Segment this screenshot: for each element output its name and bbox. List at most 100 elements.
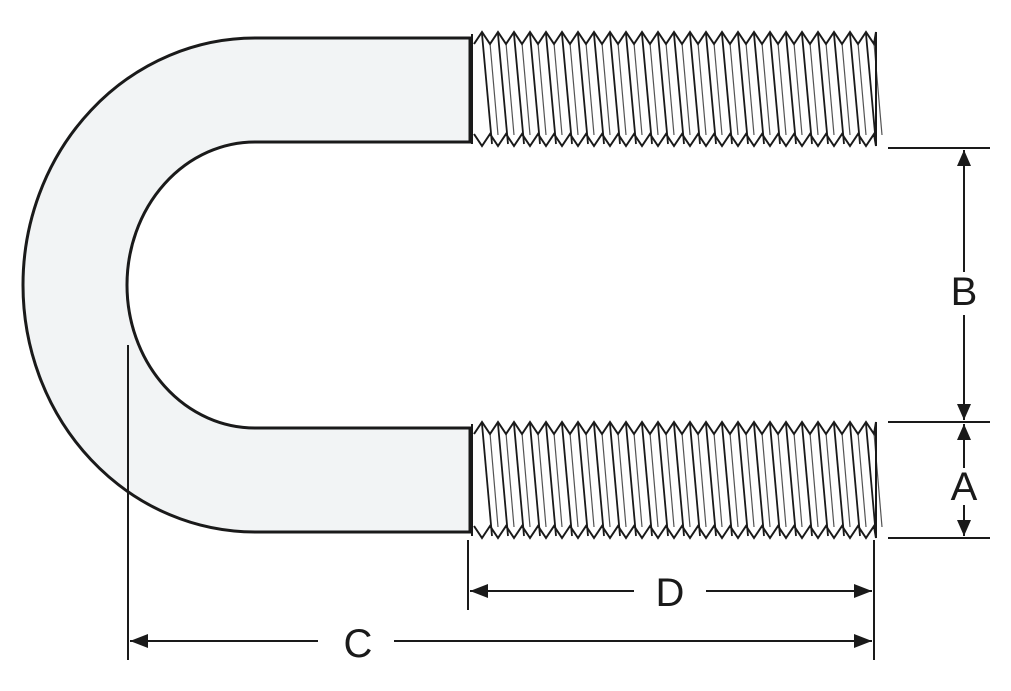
thread-bottom-edge <box>473 523 877 540</box>
thread-flank <box>689 423 701 537</box>
thread-flank <box>689 33 701 145</box>
thread-root-line <box>729 42 739 136</box>
thread-flank <box>833 423 845 537</box>
thread-flank <box>721 33 733 145</box>
thread-root-line <box>681 432 691 528</box>
thread-flank <box>673 423 685 537</box>
thread-root-line <box>505 42 515 136</box>
thread-flank <box>481 33 493 145</box>
thread-root-line <box>777 42 787 136</box>
thread-flank <box>497 33 509 145</box>
thread-flank <box>865 33 877 145</box>
thread-flank <box>609 423 621 537</box>
thread-root-line <box>537 42 547 136</box>
thread-flank <box>673 33 685 145</box>
thread-root-line <box>649 42 659 136</box>
thread-flank <box>641 423 653 537</box>
thread-root-line <box>601 432 611 528</box>
thread-root-line <box>585 42 595 136</box>
thread-root-line <box>857 42 867 136</box>
thread-flank <box>609 33 621 145</box>
thread-flank <box>593 33 605 145</box>
thread-root-line <box>521 432 531 528</box>
thread-flank <box>657 33 669 145</box>
thread-flank <box>497 423 509 537</box>
thread-root-line <box>665 42 675 136</box>
thread-flank <box>513 33 525 145</box>
thread-flank <box>529 33 541 145</box>
thread-root-line <box>521 42 531 136</box>
thread-flank <box>561 423 573 537</box>
thread-root-line <box>569 42 579 136</box>
dimension-lines <box>127 147 990 660</box>
thread-flank <box>801 33 813 145</box>
thread-root-line <box>809 42 819 136</box>
thread-root-line <box>617 432 627 528</box>
thread-flank <box>737 33 749 145</box>
thread-root-line <box>713 432 723 528</box>
thread-flank <box>577 423 589 537</box>
thread-flank <box>865 423 877 537</box>
thread-root-line <box>841 432 851 528</box>
thread-root-line <box>553 432 563 528</box>
thread-root-line <box>665 432 675 528</box>
thread-flank <box>705 33 717 145</box>
thread-root-line <box>553 42 563 136</box>
thread-root-line <box>793 42 803 136</box>
thread-flank <box>849 33 861 145</box>
thread-root-line <box>601 42 611 136</box>
thread-root-line <box>633 42 643 136</box>
thread-root-line <box>841 42 851 136</box>
dimension-arrowheads <box>130 150 971 648</box>
thread-flank <box>817 423 829 537</box>
thread-root-line <box>777 432 787 528</box>
thread-flank <box>817 33 829 145</box>
thread-root-line <box>729 432 739 528</box>
thread-root-line <box>713 42 723 136</box>
thread-root-line <box>825 42 835 136</box>
thread-root-line <box>745 432 755 528</box>
thread-root-line <box>793 432 803 528</box>
thread-root-line <box>745 42 755 136</box>
thread-flank <box>625 423 637 537</box>
thread-root-line <box>761 432 771 528</box>
thread-bottom-edge <box>473 131 877 148</box>
thread-flank <box>545 33 557 145</box>
label-b: B <box>951 270 978 314</box>
thread-flank <box>753 423 765 537</box>
label-a: A <box>951 465 978 509</box>
thread-root-line <box>681 42 691 136</box>
thread-flank <box>657 423 669 537</box>
thread-flank <box>737 423 749 537</box>
thread-root-line <box>537 432 547 528</box>
upper-thread-shaft <box>478 38 876 146</box>
thread-flank <box>721 423 733 537</box>
lower-thread <box>471 420 883 540</box>
thread-flank <box>481 423 493 537</box>
thread-flank <box>769 423 781 537</box>
thread-flank <box>529 423 541 537</box>
thread-flank <box>769 33 781 145</box>
thread-root-line <box>809 432 819 528</box>
thread-flank <box>785 423 797 537</box>
label-c: C <box>344 622 373 666</box>
thread-flank <box>801 423 813 537</box>
thread-flank <box>753 33 765 145</box>
thread-root-line <box>505 432 515 528</box>
thread-root-line <box>649 432 659 528</box>
thread-flank <box>561 33 573 145</box>
thread-root-line <box>569 432 579 528</box>
thread-flank <box>833 33 845 145</box>
label-d: D <box>656 571 685 615</box>
thread-flank <box>849 423 861 537</box>
thread-root-line <box>489 432 499 528</box>
thread-flank <box>593 423 605 537</box>
thread-root-line <box>489 42 499 136</box>
thread-root-line <box>585 432 595 528</box>
thread-root-line <box>697 42 707 136</box>
thread-root-line <box>617 42 627 136</box>
upper-thread <box>471 30 883 148</box>
u-bolt-body <box>21 36 472 534</box>
